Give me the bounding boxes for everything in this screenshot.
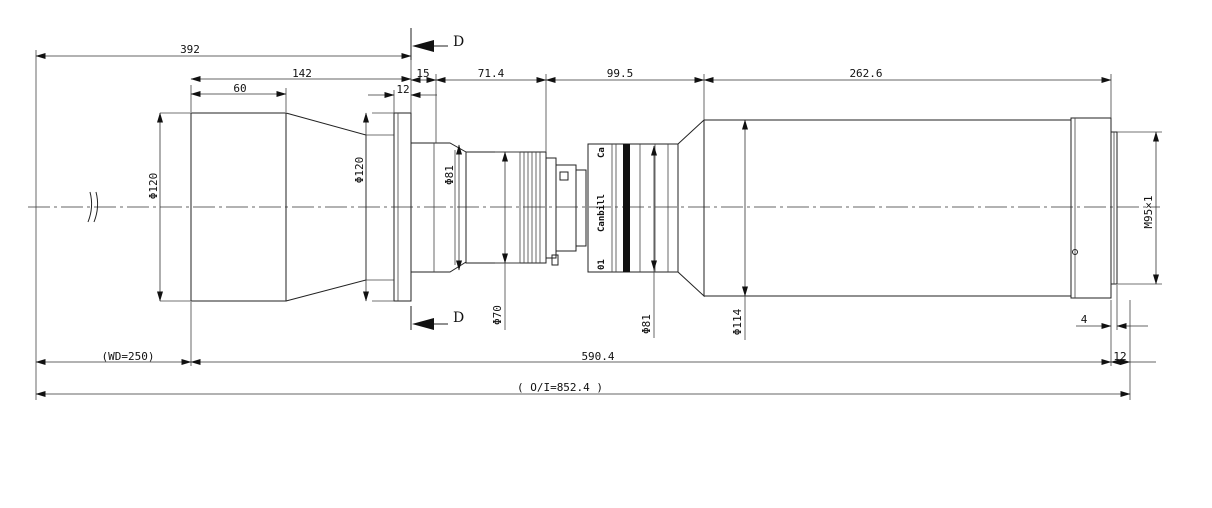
svg-text:262.6: 262.6 bbox=[849, 67, 882, 80]
extension-lines bbox=[35, 50, 1162, 400]
brand-label: Canbill bbox=[596, 194, 607, 232]
svg-text:M95×1: M95×1 bbox=[1142, 195, 1155, 228]
svg-text:Φ120: Φ120 bbox=[147, 173, 160, 200]
svg-text:Φ81: Φ81 bbox=[443, 165, 456, 185]
dim-60: 60 bbox=[190, 82, 287, 97]
svg-text:71.4: 71.4 bbox=[478, 67, 505, 80]
coupling-section bbox=[410, 142, 467, 273]
dia-front-120: Φ120 bbox=[147, 112, 163, 302]
svg-text:Φ120: Φ120 bbox=[353, 157, 366, 184]
dim-99-5: 99.5 bbox=[545, 67, 705, 83]
dim-15: 15 bbox=[410, 67, 437, 83]
svg-text:D: D bbox=[453, 310, 464, 326]
brand-number-label: 01 bbox=[597, 259, 607, 270]
dim-12-front: 12 bbox=[368, 83, 437, 98]
svg-text:( O/I=852.4 ): ( O/I=852.4 ) bbox=[517, 381, 603, 394]
svg-text:392: 392 bbox=[180, 43, 200, 56]
svg-text:Φ70: Φ70 bbox=[491, 305, 504, 325]
brand-partial-label: Ca bbox=[597, 147, 607, 158]
svg-text:60: 60 bbox=[233, 82, 246, 95]
dim-71-4: 71.4 bbox=[435, 67, 547, 83]
connector-detail bbox=[545, 157, 587, 266]
dim-4: 4 bbox=[1076, 313, 1148, 329]
screw-hole bbox=[1072, 249, 1078, 255]
svg-text:D: D bbox=[453, 34, 464, 50]
svg-text:99.5: 99.5 bbox=[607, 67, 634, 80]
rear-barrel bbox=[703, 119, 1072, 297]
dia-mid-70: Φ70 bbox=[491, 151, 508, 330]
dia-flange-81: Φ81 bbox=[443, 144, 462, 271]
dim-142: 142 bbox=[190, 67, 412, 82]
svg-text:12: 12 bbox=[396, 83, 409, 96]
dim-12-rear: 12 bbox=[1110, 350, 1156, 365]
svg-text:15: 15 bbox=[416, 67, 429, 80]
svg-text:590.4: 590.4 bbox=[581, 350, 614, 363]
svg-text:Φ81: Φ81 bbox=[640, 314, 653, 334]
svg-text:Φ114: Φ114 bbox=[731, 308, 744, 335]
svg-text:142: 142 bbox=[292, 67, 312, 80]
mid-barrel bbox=[465, 151, 547, 264]
dia-rear-114: Φ114 bbox=[731, 119, 748, 340]
dim-590-4: 590.4 bbox=[190, 350, 1112, 365]
section-marker-top: D bbox=[410, 28, 464, 60]
dim-392: 392 bbox=[35, 43, 412, 59]
dim-oi: ( O/I=852.4 ) bbox=[35, 381, 1131, 397]
dia-mount-thread: M95×1 bbox=[1142, 131, 1159, 285]
dia-iris-81: Φ81 bbox=[640, 145, 657, 338]
svg-text:12: 12 bbox=[1113, 350, 1126, 363]
section-marker-bottom: D bbox=[410, 306, 464, 330]
svg-text:4: 4 bbox=[1081, 313, 1088, 326]
dim-wd: (WD=250) bbox=[35, 350, 192, 365]
break-symbol bbox=[87, 191, 99, 223]
dia-cone-120: Φ120 bbox=[353, 112, 369, 302]
iris-dark-band bbox=[623, 144, 630, 272]
front-barrel bbox=[190, 112, 287, 302]
svg-text:(WD=250): (WD=250) bbox=[102, 350, 155, 363]
rear-transition bbox=[677, 118, 705, 298]
dim-262-6: 262.6 bbox=[703, 67, 1112, 83]
